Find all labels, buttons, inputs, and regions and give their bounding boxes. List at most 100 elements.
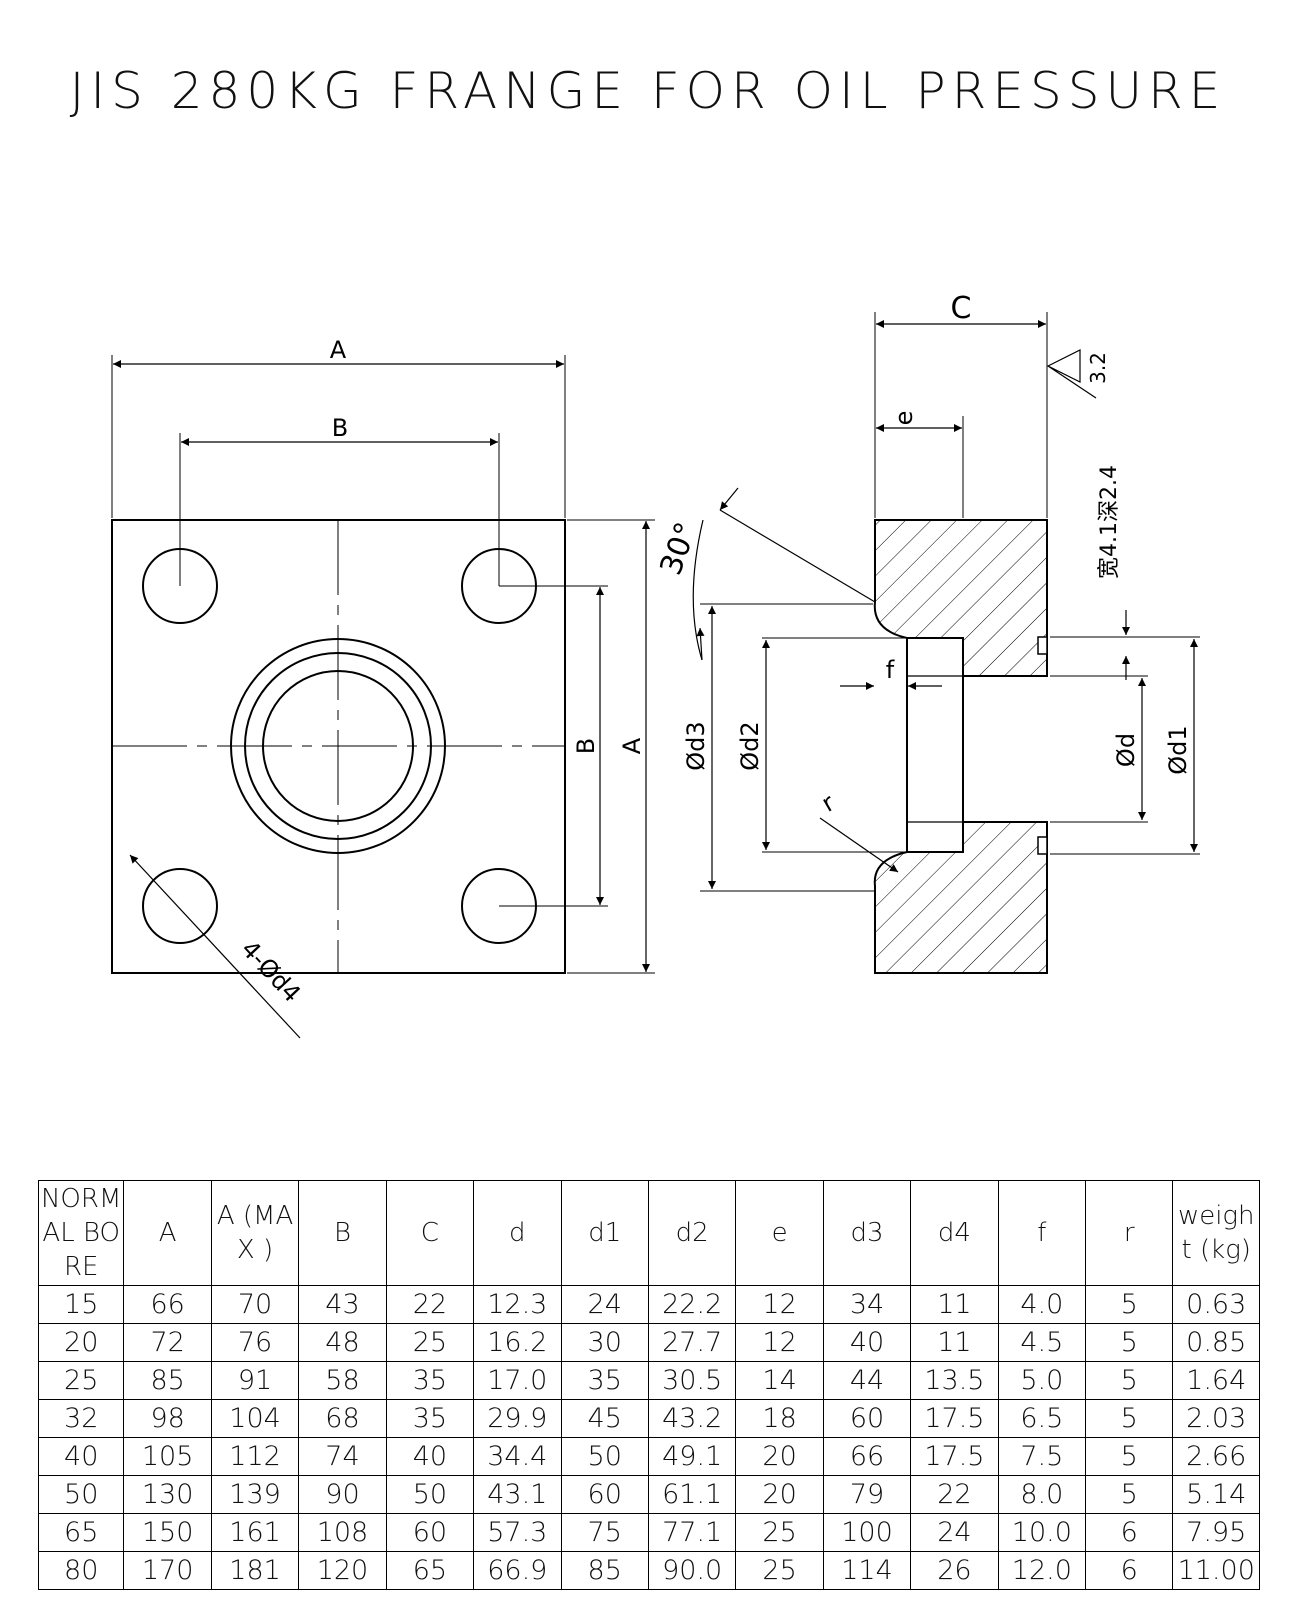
bolt-hole-bottom-left <box>142 868 218 944</box>
table-cell: 85 <box>560 1551 649 1590</box>
label-d3: Ød3 <box>682 721 710 770</box>
table-cell: 22.2 <box>647 1285 737 1324</box>
table-cell: 76 <box>210 1323 300 1362</box>
table-cell: 5 <box>1085 1323 1174 1362</box>
label-r: r <box>817 788 840 817</box>
table-cell: 5 <box>1085 1361 1174 1400</box>
column-header: weight (kg) <box>1172 1180 1260 1286</box>
oring-groove-bottom <box>1037 836 1048 855</box>
table-cell: 50 <box>385 1475 475 1514</box>
table-cell: 45 <box>560 1399 649 1438</box>
table-cell: 10.0 <box>997 1513 1087 1552</box>
table-cell: 104 <box>210 1399 300 1438</box>
hole-callout: 4-Ød4 <box>236 935 306 1008</box>
table-cell: 58 <box>298 1361 387 1400</box>
table-cell: 170 <box>123 1551 212 1590</box>
table-cell: 72 <box>123 1323 212 1362</box>
table-cell: 30 <box>560 1323 649 1362</box>
table-cell: 7.5 <box>997 1437 1087 1476</box>
column-header: d <box>473 1180 562 1286</box>
table-cell: 139 <box>210 1475 300 1514</box>
table-cell: 12.0 <box>997 1551 1087 1590</box>
table-cell: 74 <box>298 1437 387 1476</box>
table-cell: 15 <box>37 1285 125 1324</box>
table-cell: 17.5 <box>910 1437 999 1476</box>
table-cell: 65 <box>385 1551 475 1590</box>
bore-inner-ring <box>262 670 414 822</box>
table-cell: 105 <box>123 1437 212 1476</box>
table-cell: 14 <box>735 1361 824 1400</box>
table-cell: 43.1 <box>473 1475 562 1514</box>
label-A-top: A <box>330 336 347 364</box>
table-cell: 65 <box>37 1513 125 1552</box>
table-cell: 12 <box>735 1323 824 1362</box>
label-e: e <box>890 411 918 426</box>
table-cell: 61.1 <box>647 1475 737 1514</box>
table-cell: 0.63 <box>1172 1285 1260 1324</box>
table-cell: 120 <box>298 1551 387 1590</box>
table-cell: 150 <box>123 1513 212 1552</box>
table-cell: 40 <box>37 1437 125 1476</box>
table-cell: 24 <box>910 1513 999 1552</box>
table-cell: 90 <box>298 1475 387 1514</box>
table-cell: 24 <box>560 1285 649 1324</box>
roughness-value: 3.2 <box>1086 352 1110 384</box>
table-cell: 32 <box>37 1399 125 1438</box>
table-cell: 2.03 <box>1172 1399 1260 1438</box>
table-cell: 2.66 <box>1172 1437 1260 1476</box>
spec-table: NORMAL BORE A A (MAX ) B C d d1 d2 e d3 … <box>37 1180 1260 1590</box>
table-cell: 49.1 <box>647 1437 737 1476</box>
bore-middle-ring <box>244 652 432 840</box>
table-cell: 5 <box>1085 1437 1174 1476</box>
table-cell: 77.1 <box>647 1513 737 1552</box>
label-B-top: B <box>332 414 348 442</box>
table-cell: 35 <box>560 1361 649 1400</box>
table-cell: 43 <box>298 1285 387 1324</box>
table-cell: 16.2 <box>473 1323 562 1362</box>
drawing-title: JIS 280KG FRANGE FOR OIL PRESSURE <box>69 62 1227 120</box>
table-cell: 20 <box>37 1323 125 1362</box>
table-cell: 4.5 <box>997 1323 1087 1362</box>
section-upper-hatch <box>873 519 1048 677</box>
table-cell: 27.7 <box>647 1323 737 1362</box>
table-cell: 40 <box>822 1323 912 1362</box>
table-cell: 30.5 <box>647 1361 737 1400</box>
table-cell: 11 <box>910 1323 999 1362</box>
table-cell: 44 <box>822 1361 912 1400</box>
table-cell: 90.0 <box>647 1551 737 1590</box>
table-cell: 40 <box>385 1437 475 1476</box>
table-cell: 60 <box>822 1399 912 1438</box>
table-cell: 60 <box>385 1513 475 1552</box>
label-d: Ød <box>1112 733 1140 767</box>
table-cell: 25 <box>37 1361 125 1400</box>
radius-leader <box>819 817 899 873</box>
hole-callout-leader <box>129 854 301 1039</box>
label-A-side: A <box>618 737 646 754</box>
table-cell: 70 <box>210 1285 300 1324</box>
column-header: d3 <box>822 1180 912 1286</box>
table-cell: 80 <box>37 1551 125 1590</box>
flange-drawing: A B B A 4-Ød4 <box>111 291 1200 1039</box>
section-view <box>692 312 1200 974</box>
table-cell: 57.3 <box>473 1513 562 1552</box>
table-cell: 5 <box>1085 1399 1174 1438</box>
label-B-side: B <box>572 738 600 754</box>
table-cell: 91 <box>210 1361 300 1400</box>
table-cell: 98 <box>123 1399 212 1438</box>
table-header-row: NORMAL BORE A A (MAX ) B C d d1 d2 e d3 … <box>37 1180 1260 1286</box>
table-cell: 60 <box>560 1475 649 1514</box>
table-cell: 18 <box>735 1399 824 1438</box>
table-cell: 6.5 <box>997 1399 1087 1438</box>
table-cell: 66.9 <box>473 1551 562 1590</box>
table-cell: 79 <box>822 1475 912 1514</box>
roughness-symbol <box>1046 349 1097 399</box>
table-cell: 4.0 <box>997 1285 1087 1324</box>
label-f: f <box>886 656 895 684</box>
table-cell: 22 <box>385 1285 475 1324</box>
table-cell: 20 <box>735 1437 824 1476</box>
table-cell: 108 <box>298 1513 387 1552</box>
